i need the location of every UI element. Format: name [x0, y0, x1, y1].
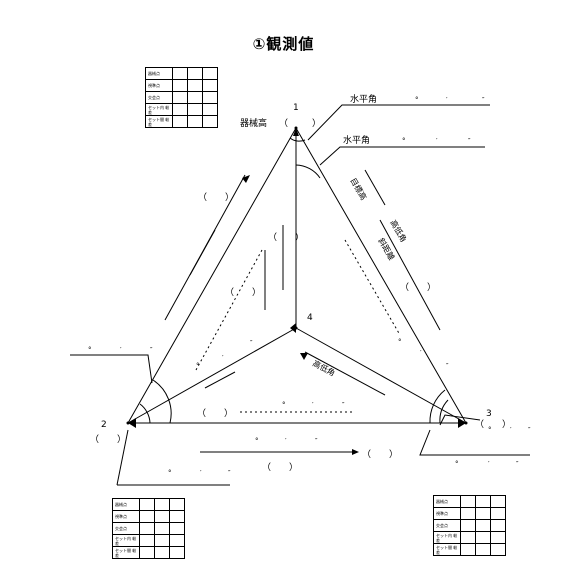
point-3-label: 3 [486, 409, 492, 419]
sec-mark: ″ [468, 137, 471, 145]
side-paren-left: （ ） [198, 192, 234, 203]
min-mark: ′ [420, 349, 422, 357]
sec-mark: ″ [342, 401, 345, 409]
point-3-marker [464, 421, 468, 425]
arrowhead-bottom [352, 449, 359, 455]
deg-mark: ° [282, 401, 286, 409]
side-right-line-2 [364, 169, 386, 206]
target-height-label: 目標高 [348, 176, 369, 202]
sec-mark: ″ [482, 96, 485, 104]
bottom-paren: （ ） [197, 408, 233, 419]
deg-mark: ° [196, 362, 200, 370]
line-2-4 [127, 327, 297, 424]
dotted-right [344, 239, 401, 336]
min-mark: ′ [488, 460, 490, 468]
deg-mark: ° [488, 426, 492, 434]
deg-mark: ° [455, 460, 459, 468]
min-mark: ′ [222, 354, 224, 362]
page-title: ①観測値 [252, 35, 315, 53]
sec-mark: ″ [315, 437, 318, 445]
min-mark: ′ [510, 426, 512, 434]
center-paren-left: （ ） [225, 287, 261, 298]
min-mark: ′ [120, 346, 122, 354]
arrow-line-left [204, 371, 236, 389]
arc-top [289, 137, 306, 142]
point-4-marker [294, 326, 298, 330]
leader-horizontal-1 [307, 104, 490, 141]
deg-mark: ° [415, 96, 419, 104]
deg-mark: ° [168, 469, 172, 477]
deg-mark: ° [402, 137, 406, 145]
arc-right [439, 399, 449, 424]
deg-mark: ° [398, 338, 402, 346]
leader-bottom-left-diag [116, 429, 129, 486]
arc-left [152, 379, 172, 424]
arrow-line-right [304, 351, 386, 396]
leader-right-small [439, 414, 481, 426]
sec-mark: ″ [228, 469, 231, 477]
line-3-4 [295, 327, 467, 424]
horizontal-angle-label-1: 水平角 [350, 93, 377, 105]
arrowhead-center-right [300, 353, 308, 360]
elevation-angle-label-bottom: 高低角 [311, 358, 337, 378]
sec-mark: ″ [250, 339, 253, 347]
arrowhead-side-left [242, 175, 250, 183]
center-paren-left-2: （ ） [268, 232, 304, 243]
bottom-right-paren: （ ） [362, 449, 398, 460]
point-1-marker [294, 126, 298, 130]
info-table-point-3: 器械点 視準点 交会点 セット内 較差 セット間 較差 [433, 495, 506, 556]
side-right-line [379, 219, 441, 331]
triangle-outline [127, 126, 467, 424]
min-mark: ′ [446, 96, 448, 104]
deg-mark: ° [255, 437, 259, 445]
arc-right-2 [429, 389, 446, 424]
min-mark: ′ [200, 469, 202, 477]
leader-horizontal-2 [319, 146, 485, 166]
kikai-paren-close: ） [312, 118, 321, 129]
sec-mark: ″ [150, 346, 153, 354]
point-2-label: 2 [101, 420, 107, 430]
sec-mark: ″ [446, 362, 449, 370]
min-mark: ′ [312, 401, 314, 409]
side-paren-right: （ ） [400, 282, 436, 293]
point-2-paren: （ ） [90, 434, 126, 445]
side-left-line-2 [189, 229, 216, 276]
kikai-paren-open: （ [279, 118, 288, 129]
leader-left [70, 354, 153, 384]
min-mark: ′ [285, 437, 287, 445]
point-1-label: 1 [293, 103, 299, 113]
min-mark: ′ [436, 137, 438, 145]
sec-mark: ″ [528, 426, 531, 434]
arrowhead-center [290, 323, 296, 333]
arrowhead-right [458, 418, 466, 428]
point-3-paren: （ ） [475, 419, 511, 430]
point-4-label: 4 [307, 313, 313, 323]
deg-mark: ° [88, 346, 92, 354]
bottom-measure-paren: （ ） [262, 462, 298, 473]
dotted-left [195, 249, 263, 371]
kikai-height-label: 器械高 [240, 117, 267, 129]
arrowhead-top [293, 128, 299, 136]
info-table-point-2: 器械点 視準点 交会点 セット内 較差 セット間 較差 [112, 498, 185, 559]
info-table-point-1: 器械点 視準点 交会点 セット内 較差 セット間 較差 [145, 67, 218, 128]
arrowhead-left [128, 418, 136, 428]
point-2-marker [126, 421, 130, 425]
sec-mark: ″ [516, 460, 519, 468]
arc-top-right [295, 164, 321, 179]
slope-distance-label: 斜距離 [376, 236, 397, 262]
arc-left-2 [139, 403, 151, 424]
horizontal-angle-label-2: 水平角 [343, 134, 370, 146]
leader-bottom-right [419, 429, 530, 456]
